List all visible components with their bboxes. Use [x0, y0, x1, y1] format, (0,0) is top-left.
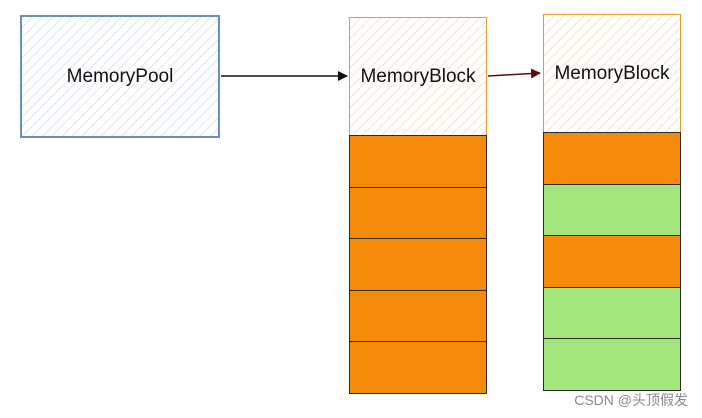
memory-cell-free	[544, 183, 680, 235]
memory-block-1-label: MemoryBlock	[360, 65, 476, 87]
memory-block-2-cells	[543, 132, 681, 391]
arrow-block-to-block	[487, 68, 541, 79]
memory-cell-used	[544, 132, 680, 184]
memory-cell-used	[350, 341, 486, 393]
memory-block-1-cells	[349, 135, 487, 394]
memory-block-2-header: MemoryBlock	[543, 14, 681, 132]
memory-cell-free	[544, 338, 680, 390]
memory-pool-node: MemoryPool	[20, 15, 220, 138]
memory-cell-used	[350, 186, 486, 238]
memory-block-1: MemoryBlock	[349, 17, 487, 394]
memory-cell-used	[544, 235, 680, 287]
memory-pool-label: MemoryPool	[66, 65, 174, 87]
memory-cell-used	[350, 135, 486, 187]
memory-block-1-header: MemoryBlock	[349, 17, 487, 135]
watermark: CSDN @头顶假发	[574, 392, 688, 408]
memory-block-2-label: MemoryBlock	[554, 62, 670, 84]
memory-cell-used	[350, 238, 486, 290]
memory-block-2: MemoryBlock	[543, 14, 681, 391]
memory-cell-used	[350, 289, 486, 341]
memory-cell-free	[544, 286, 680, 338]
